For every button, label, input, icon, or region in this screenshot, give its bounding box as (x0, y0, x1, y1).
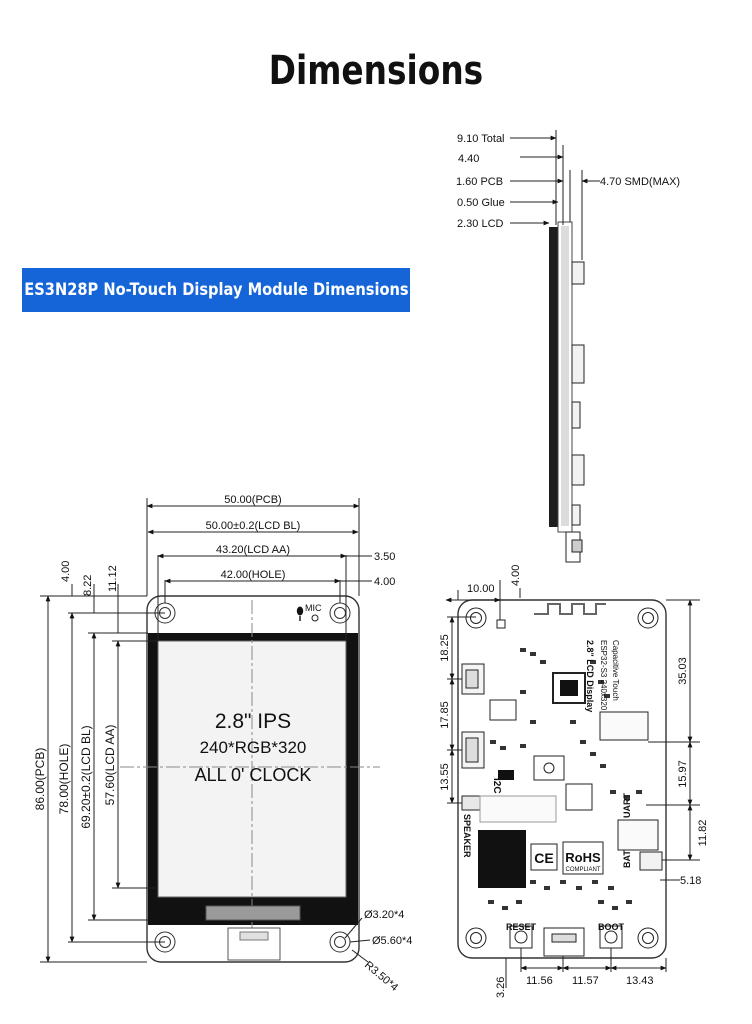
back-1785-label: 17.85 (439, 701, 451, 729)
board-text-2: ESP32-S3 240x320 (599, 640, 608, 711)
boot-label: BOOT (598, 922, 625, 932)
side-total-label: 9.10 Total (457, 133, 505, 145)
page-title: Dimensions (268, 48, 484, 94)
screen-text-1: 2.8" IPS (215, 710, 291, 733)
uart-label: UART (622, 793, 632, 818)
right-400-label: 4.00 (374, 576, 395, 588)
back-518-label: 5.18 (680, 875, 701, 887)
side-view (510, 130, 600, 563)
back-1343-label: 13.43 (626, 975, 654, 987)
right-350-label: 3.50 (374, 551, 395, 563)
back-3503-label: 35.03 (677, 657, 689, 685)
hole-d1-label: Ø3.20*4 (364, 909, 404, 921)
radius-label: R3.50*4 (362, 959, 400, 994)
lcd-aa-width-label: 43.20(LCD AA) (216, 544, 290, 556)
back-view (445, 580, 700, 988)
back-1156-label: 11.56 (526, 975, 553, 987)
pcb-width-label: 50.00(PCB) (224, 494, 281, 506)
back-1825-label: 18.25 (439, 634, 451, 662)
bat-label: BAT (622, 850, 632, 868)
back-1355-label: 13.55 (439, 763, 451, 791)
reset-label: RESET (506, 922, 537, 932)
i2c-label: I2C (491, 778, 502, 794)
lcd-bl-width-label: 50.00±0.2(LCD BL) (206, 520, 301, 532)
board-text-1: 2.8" LCD Display (585, 640, 595, 712)
lcd-aa-height-label: 57.60(LCD AA) (103, 725, 117, 806)
front-view (40, 498, 380, 963)
mic-label: MIC (305, 603, 322, 613)
left-400-label: 4.00 (60, 561, 72, 582)
ce-mark: CE (534, 850, 553, 866)
left-1112-label: 11.12 (107, 565, 119, 592)
board-text-3: Capacitive Touch (611, 640, 620, 701)
side-pcb-label: 1.60 PCB (456, 176, 503, 188)
hole-width-label: 42.00(HOLE) (221, 569, 286, 581)
back-400-label: 4.00 (510, 565, 522, 586)
mic-icon (296, 606, 304, 621)
lcd-bl-height-label: 69.20±0.2(LCD BL) (79, 725, 93, 828)
back-1000-label: 10.00 (467, 583, 495, 595)
hole-height-label: 78.00(HOLE) (57, 744, 71, 815)
banner-text: ES3N28P No-Touch Display Module Dimensio… (23, 280, 409, 300)
back-1182-label: 11.82 (697, 820, 709, 847)
screen-text-2: 240*RGB*320 (200, 738, 307, 757)
left-822-label: 8.22 (82, 575, 94, 596)
side-glue-label: 0.50 Glue (457, 197, 505, 209)
rohs-sub: COMPLIANT (565, 867, 600, 873)
hole-d2-label: Ø5.60*4 (372, 935, 412, 947)
pcb-height-label: 86.00(PCB) (33, 748, 47, 811)
section-banner: ES3N28P No-Touch Display Module Dimensio… (22, 268, 410, 312)
side-lcd-label: 2.30 LCD (457, 218, 504, 230)
side-smd-label: 4.70 SMD(MAX) (600, 176, 680, 188)
rohs-mark: RoHS (565, 850, 601, 865)
back-326-label: 3.26 (495, 977, 507, 998)
screen-text-3: ALL 0' CLOCK (195, 765, 312, 785)
speaker-label: SPEAKER (462, 814, 472, 858)
back-1597-label: 15.97 (677, 760, 689, 788)
side-440-label: 4.40 (458, 153, 479, 165)
back-1157-label: 11.57 (572, 975, 599, 987)
